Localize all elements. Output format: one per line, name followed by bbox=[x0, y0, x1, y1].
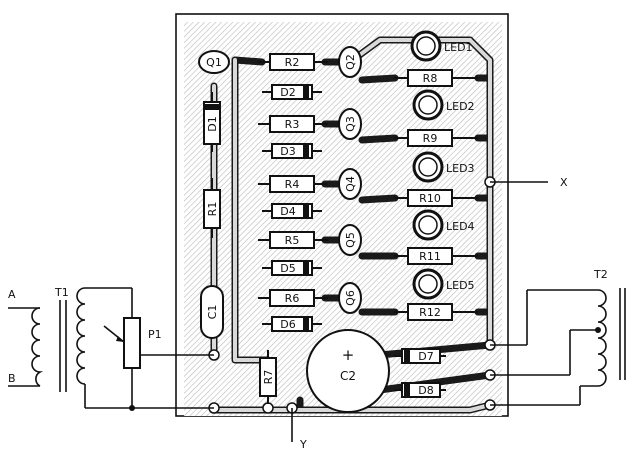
r3-label: R3 bbox=[285, 118, 300, 131]
r11-label: R11 bbox=[419, 250, 441, 263]
q5-label: Q5 bbox=[344, 232, 357, 248]
resistor-r11: R11 bbox=[394, 247, 478, 265]
d1-label: D1 bbox=[206, 116, 219, 131]
transformer-t2: T2 bbox=[490, 268, 626, 406]
potentiometer-p1: P1 bbox=[103, 288, 214, 411]
r6-label: R6 bbox=[285, 292, 300, 305]
resistor-r2: R2 bbox=[258, 53, 328, 71]
b-label: B bbox=[8, 372, 16, 385]
resistor-r3: R3 bbox=[258, 115, 328, 133]
led-5: LED5 bbox=[412, 268, 475, 300]
t1-label: T1 bbox=[54, 286, 69, 299]
q6-label: Q6 bbox=[344, 290, 357, 306]
led4-label: LED4 bbox=[446, 220, 475, 233]
r1-label: R1 bbox=[206, 202, 219, 217]
resistor-r1: R1 bbox=[203, 178, 221, 238]
d4-label: D4 bbox=[280, 205, 295, 218]
junction-dot bbox=[129, 405, 135, 411]
transistor-q4: Q4 bbox=[338, 168, 362, 200]
transistor-q5: Q5 bbox=[338, 224, 362, 256]
r2-label: R2 bbox=[285, 56, 300, 69]
a-label: A bbox=[8, 288, 16, 301]
r10-label: R10 bbox=[419, 192, 441, 205]
d6-label: D6 bbox=[280, 318, 295, 331]
resistor-r12: R12 bbox=[394, 303, 478, 321]
x-label: X bbox=[560, 176, 568, 189]
diode-d3: D3 bbox=[262, 143, 322, 159]
c1-label: C1 bbox=[206, 305, 219, 320]
led3-label: LED3 bbox=[446, 162, 475, 175]
transformer-t1: T1 A B bbox=[8, 286, 214, 409]
r9-label: R9 bbox=[423, 132, 438, 145]
resistor-r9: R9 bbox=[394, 129, 478, 147]
led2-label: LED2 bbox=[446, 100, 475, 113]
d8-label: D8 bbox=[418, 384, 433, 397]
q3-label: Q3 bbox=[344, 116, 357, 132]
transistor-q6: Q6 bbox=[338, 282, 362, 314]
resistor-r10: R10 bbox=[394, 189, 478, 207]
transistor-q1: Q1 bbox=[198, 50, 230, 74]
capacitor-c1: C1 bbox=[200, 285, 224, 339]
led5-label: LED5 bbox=[446, 279, 475, 292]
led-4: LED4 bbox=[412, 209, 475, 241]
r7-label: R7 bbox=[262, 370, 275, 385]
diode-d4: D4 bbox=[262, 203, 322, 219]
y-label: Y bbox=[299, 438, 307, 451]
transistor-q3: Q3 bbox=[338, 108, 362, 140]
r12-label: R12 bbox=[419, 306, 441, 319]
diode-d6: D6 bbox=[262, 316, 322, 332]
diode-d1: D1 bbox=[203, 92, 221, 152]
q1-label: Q1 bbox=[206, 56, 222, 69]
led-2: LED2 bbox=[412, 89, 475, 121]
c2-label: C2 bbox=[340, 369, 356, 383]
diode-d8: D8 bbox=[394, 382, 446, 398]
d5-label: D5 bbox=[280, 262, 295, 275]
resistor-r7: R7 bbox=[259, 350, 277, 404]
diode-d2: D2 bbox=[262, 84, 322, 100]
q2-label: Q2 bbox=[344, 54, 357, 70]
c2-plus-sign: + bbox=[342, 346, 355, 364]
resistor-r6: R6 bbox=[258, 289, 328, 307]
resistor-r4: R4 bbox=[258, 175, 328, 193]
q4-label: Q4 bbox=[344, 176, 357, 192]
r5-label: R5 bbox=[285, 234, 300, 247]
y-terminal: Y bbox=[291, 408, 307, 451]
p1-label: P1 bbox=[148, 328, 162, 341]
led-3: LED3 bbox=[412, 151, 475, 183]
d2-label: D2 bbox=[280, 86, 295, 99]
r8-label: R8 bbox=[423, 72, 438, 85]
led-1: LED1 bbox=[410, 30, 473, 62]
transistor-q2: Q2 bbox=[338, 46, 362, 78]
led1-label: LED1 bbox=[444, 41, 473, 54]
resistor-r8: R8 bbox=[394, 69, 478, 87]
r4-label: R4 bbox=[285, 178, 300, 191]
diode-d7: D7 bbox=[394, 348, 446, 364]
diode-d5: D5 bbox=[262, 260, 322, 276]
resistor-r5: R5 bbox=[258, 231, 328, 249]
t2-tap-dot bbox=[595, 327, 601, 333]
d7-label: D7 bbox=[418, 350, 433, 363]
t2-label: T2 bbox=[593, 268, 608, 281]
capacitor-c2: + C2 bbox=[306, 329, 390, 413]
d3-label: D3 bbox=[280, 145, 295, 158]
x-terminal: X bbox=[490, 176, 568, 189]
